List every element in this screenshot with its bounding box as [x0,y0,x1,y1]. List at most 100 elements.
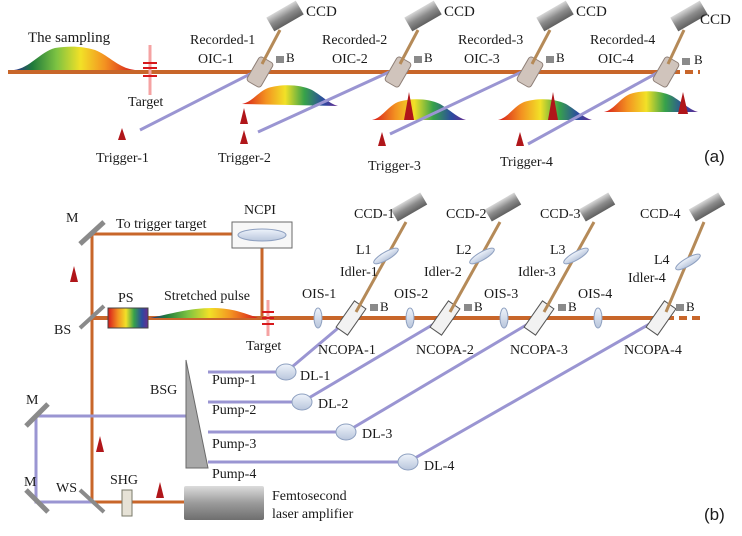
stretched-pulse [150,308,258,318]
recorded-label-1: Recorded-1 [190,33,255,48]
oic-crystal-2 [384,56,412,88]
trigger-beam-2 [257,66,399,134]
b-label-2-a: B [424,50,433,65]
stage-4: CCD Recorded-4 OIC-4 B Trigger-4 [500,0,731,170]
lens-label-1: L1 [356,243,372,258]
ncpi-lens [237,228,287,242]
wave-separator [78,488,106,514]
trigger-pulse-marker-1 [118,128,126,140]
to-trigger-label: To trigger target [116,217,207,232]
stage-1: CCD Recorded-1 OIC-1 B Trigger-1 [96,0,338,166]
target-label-a: Target [128,95,163,110]
ncopa-label-3: NCOPA-3 [510,343,568,358]
pump-2-diag [301,316,445,404]
trigger-pulse-marker-2 [240,130,248,144]
b-label-1-a: B [286,50,295,65]
sampling-pulse [14,46,135,70]
ccd-2-b [484,192,522,222]
panel-b-tag: (b) [704,505,725,524]
ccd-4-b [688,192,726,222]
delay-line-4 [397,453,419,471]
pump-label-4: Pump-4 [212,467,256,482]
ncpi-label: NCPI [244,203,276,218]
ncopa-stage-3: CCD-3 L3 Idler-3 B NCOPA-3 DL-3 [335,192,616,442]
ccd-label-4-a: CCD [700,12,731,28]
ncopa-label-4: NCOPA-4 [624,343,682,358]
pump-3-diag [345,316,539,434]
mirror-mid [24,402,50,428]
lens-label-2: L2 [456,243,472,258]
ccd-1-b [390,192,428,222]
recorded-pulse-3 [498,99,592,120]
laser-label-1: Femtosecond [272,489,347,504]
trigger-pulse-marker-4 [516,132,524,146]
ccd-label-1-a: CCD [306,4,337,20]
oic-crystal-1 [246,56,274,88]
ois-lens-2 [405,307,415,329]
target-b [262,300,274,336]
ccd-2-a [404,0,442,32]
oic-label-2: OIC-2 [332,52,368,67]
recorded-pulse-1 [242,85,338,106]
laser-label-2: laser amplifier [272,507,354,522]
ccd-arm-1 [260,29,282,65]
bsg-label: BSG [150,383,177,398]
ois-label-4: OIS-4 [578,287,612,302]
block-3-b [558,304,566,311]
b-label-4-b: B [686,299,695,314]
lens-2 [469,247,495,265]
lens-4 [675,253,701,271]
target-label-b: Target [246,339,281,354]
panel-b: BSG M M M BS WS To trigger target NCPI P… [24,192,726,524]
bs-label: BS [54,323,71,338]
block-4-b [676,304,684,311]
mirror-top [78,220,106,246]
idler-label-1: Idler-1 [340,265,378,280]
b-label-4-a: B [694,52,703,67]
idler-beam-1 [354,221,408,313]
beam-splitter [78,304,106,330]
panel-a: The sampling Target CCD Recorded-1 OIC-1… [8,0,731,174]
ois-label-2: OIS-2 [394,287,428,302]
ois-lens-4 [593,307,603,329]
ccd-arm-4 [666,29,686,65]
stage-2: CCD Recorded-2 OIC-2 B Trigger-2 [218,0,475,166]
recorded-label-3: Recorded-3 [458,33,523,48]
block-2-b [464,304,472,311]
ccd-label-4-b: CCD-4 [640,207,680,222]
shg-label: SHG [110,473,138,488]
ois-label-1: OIS-1 [302,287,336,302]
trigger-beam-4 [527,66,667,146]
ncopa-label-1: NCOPA-1 [318,343,376,358]
ccd-label-1-b: CCD-1 [354,207,394,222]
pump-label-3: Pump-3 [212,437,256,452]
idler-label-3: Idler-3 [518,265,556,280]
pump-route-loop [34,414,190,504]
mirror-top-label: M [66,211,79,226]
ncopa-stage-2: CCD-2 L2 Idler-2 B NCOPA-2 DL-2 [291,192,522,412]
block-2-a [414,56,422,63]
block-4-a [682,58,690,65]
pulse-spike-2 [404,92,414,120]
delay-line-2 [291,393,313,411]
delay-line-3 [335,423,357,441]
ccd-arm-2 [398,29,420,65]
ccd-4-a [670,0,708,32]
laser-amplifier [184,486,264,520]
ncopa-stage-4: CCD-4 L4 Idler-4 B NCOPA-4 DL-4 [397,192,726,474]
idler-label-4: Idler-4 [628,271,666,286]
stage-3: CCD Recorded-3 OIC-3 B Trigger-3 [368,0,607,174]
ccd-3-a [536,0,574,32]
idler-beam-2 [448,221,502,313]
idler-label-2: Idler-2 [424,265,462,280]
recorded-pulse-4 [604,91,698,112]
ccd-3-b [578,192,616,222]
oic-label-3: OIC-3 [464,52,500,67]
ccd-label-2-b: CCD-2 [446,207,486,222]
recorded-pulse-2 [372,99,466,120]
delay-label-1: DL-1 [300,369,330,384]
b-label-3-a: B [556,50,565,65]
ccd-label-3-b: CCD-3 [540,207,580,222]
trigger-beam-3 [389,66,531,136]
